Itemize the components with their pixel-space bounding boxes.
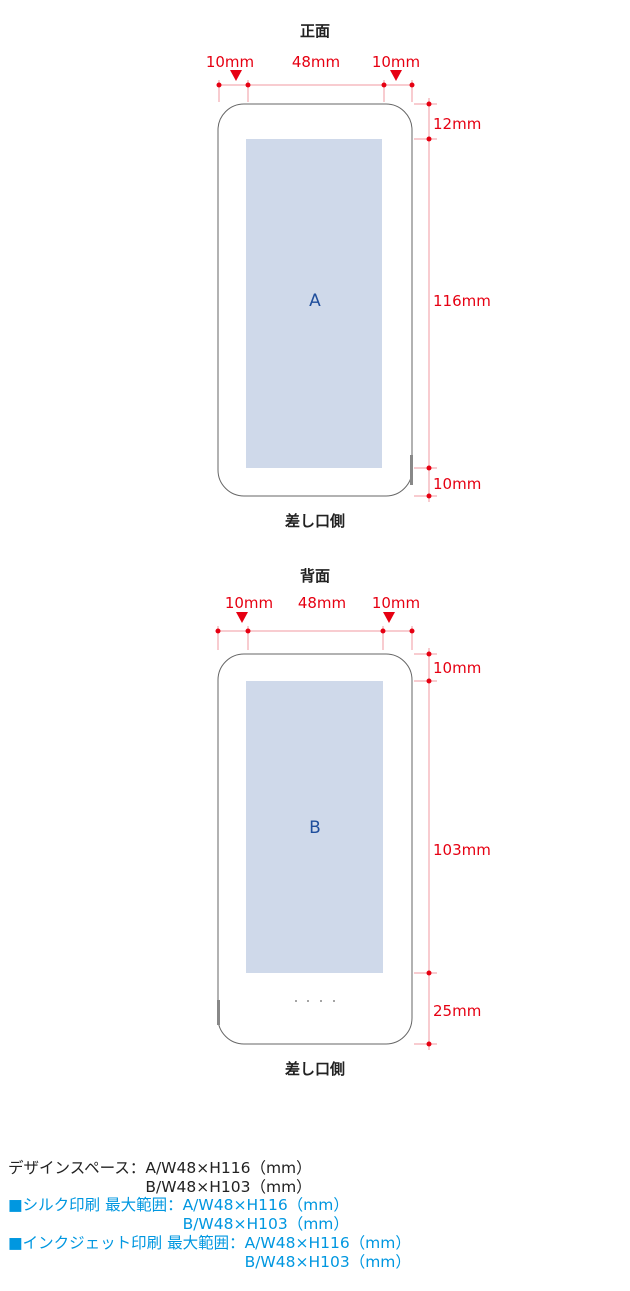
spec-silk-print: ■シルク印刷 最大範囲： A/W48×H116（mm）B/W48×H103（mm… (8, 1158, 349, 1253)
area-label-a: A (309, 291, 321, 311)
front-view: 正面 10mm 48mm 10mm A 12mm 116mm 10mm 差し口側 (206, 22, 491, 530)
spec-design-space: デザインスペース： A/W48×H116（mm）B/W48×H103（mm） (8, 1121, 312, 1216)
spec-value-a: A/W48×H116（mm） (145, 1159, 312, 1177)
spec-value-b: B/W48×H103（mm） (182, 1215, 349, 1233)
back-dim-bottom: 25mm (433, 1002, 481, 1020)
spec-label: ■シルク印刷 最大範囲： (8, 1196, 183, 1214)
print-area-a (246, 139, 382, 468)
print-area-b (246, 681, 383, 973)
spec-value-b: B/W48×H103（mm） (145, 1178, 312, 1196)
arrow-down-icon (383, 612, 395, 623)
back-dim-top: 10mm (433, 659, 481, 677)
front-dim-right: 10mm (372, 53, 420, 71)
area-label-b: B (309, 818, 321, 838)
back-dim-left: 10mm (225, 594, 273, 612)
back-view: 背面 10mm 48mm 10mm B 10mm 103mm 25mm 差し口側 (215, 567, 491, 1078)
diagram: 正面 10mm 48mm 10mm A 12mm 116mm 10mm 差し口側… (206, 22, 491, 1078)
spec-label: デザインスペース： (8, 1159, 146, 1177)
back-dim-width: 48mm (298, 594, 346, 612)
spec-value-b: B/W48×H103（mm） (244, 1253, 411, 1271)
front-dim-width: 48mm (292, 53, 340, 71)
front-title: 正面 (300, 22, 330, 40)
front-dim-height: 116mm (433, 292, 491, 310)
front-port-label: 差し口側 (285, 512, 345, 530)
spec-inkjet-print: ■インクジェット印刷 最大範囲： A/W48×H116（mm）B/W48×H10… (8, 1196, 411, 1291)
side-port (410, 455, 413, 485)
front-dim-top: 12mm (433, 115, 481, 133)
front-dim-left: 10mm (206, 53, 254, 71)
indicator-leds (295, 1000, 335, 1002)
arrow-down-icon (390, 70, 402, 81)
spec-value-a: A/W48×H116（mm） (182, 1196, 349, 1214)
back-dim-right: 10mm (372, 594, 420, 612)
back-port-label: 差し口側 (285, 1060, 345, 1078)
back-dim-height: 103mm (433, 841, 491, 859)
arrow-down-icon (236, 612, 248, 623)
front-dim-bottom: 10mm (433, 475, 481, 493)
arrow-down-icon (230, 70, 242, 81)
spec-label: ■インクジェット印刷 最大範囲： (8, 1234, 245, 1252)
spec-value-a: A/W48×H116（mm） (244, 1234, 411, 1252)
back-title: 背面 (300, 567, 330, 585)
side-port (217, 1000, 220, 1025)
